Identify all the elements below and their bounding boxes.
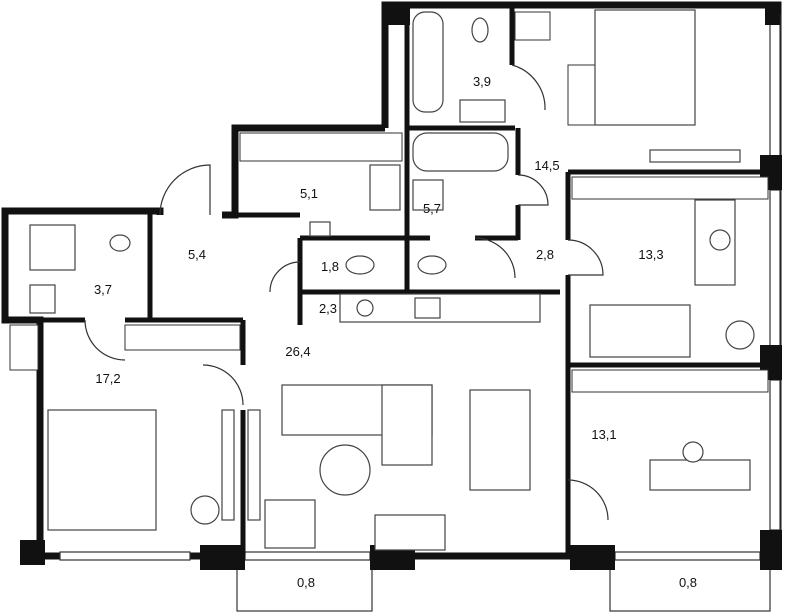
room-area-bathroom-middle: 5,7 [423,201,441,216]
furniture [47,9,755,551]
room-area-master-bedroom: 14,5 [534,158,559,173]
room-area-bedroom-left: 17,2 [95,371,120,386]
room-labels: 3,9 14,5 5,1 5,7 5,4 3,7 1,8 2,8 13,3 2,… [94,74,697,590]
room-area-laundry: 2,3 [319,301,337,316]
room-area-balcony-right: 0,8 [679,575,697,590]
room-area-bathroom-top: 3,9 [473,74,491,89]
wardrobes [9,11,769,393]
room-area-hall: 5,4 [188,247,206,262]
room-area-balcony-left: 0,8 [297,575,315,590]
room-area-toilet: 1,8 [321,259,339,274]
room-area-bedroom-right-top: 13,3 [638,247,663,262]
kitchen [339,293,541,323]
room-area-bedroom-right-bottom: 13,1 [591,427,616,442]
room-area-corridor: 2,8 [536,247,554,262]
room-area-living-room: 26,4 [285,344,310,359]
balcony-left [236,554,373,612]
bathroom-fixtures [29,11,509,314]
balcony-right [609,554,771,612]
room-area-wardrobe: 5,1 [300,186,318,201]
doors [84,64,609,521]
room-area-bathroom-left: 3,7 [94,282,112,297]
interior-walls [5,5,778,556]
